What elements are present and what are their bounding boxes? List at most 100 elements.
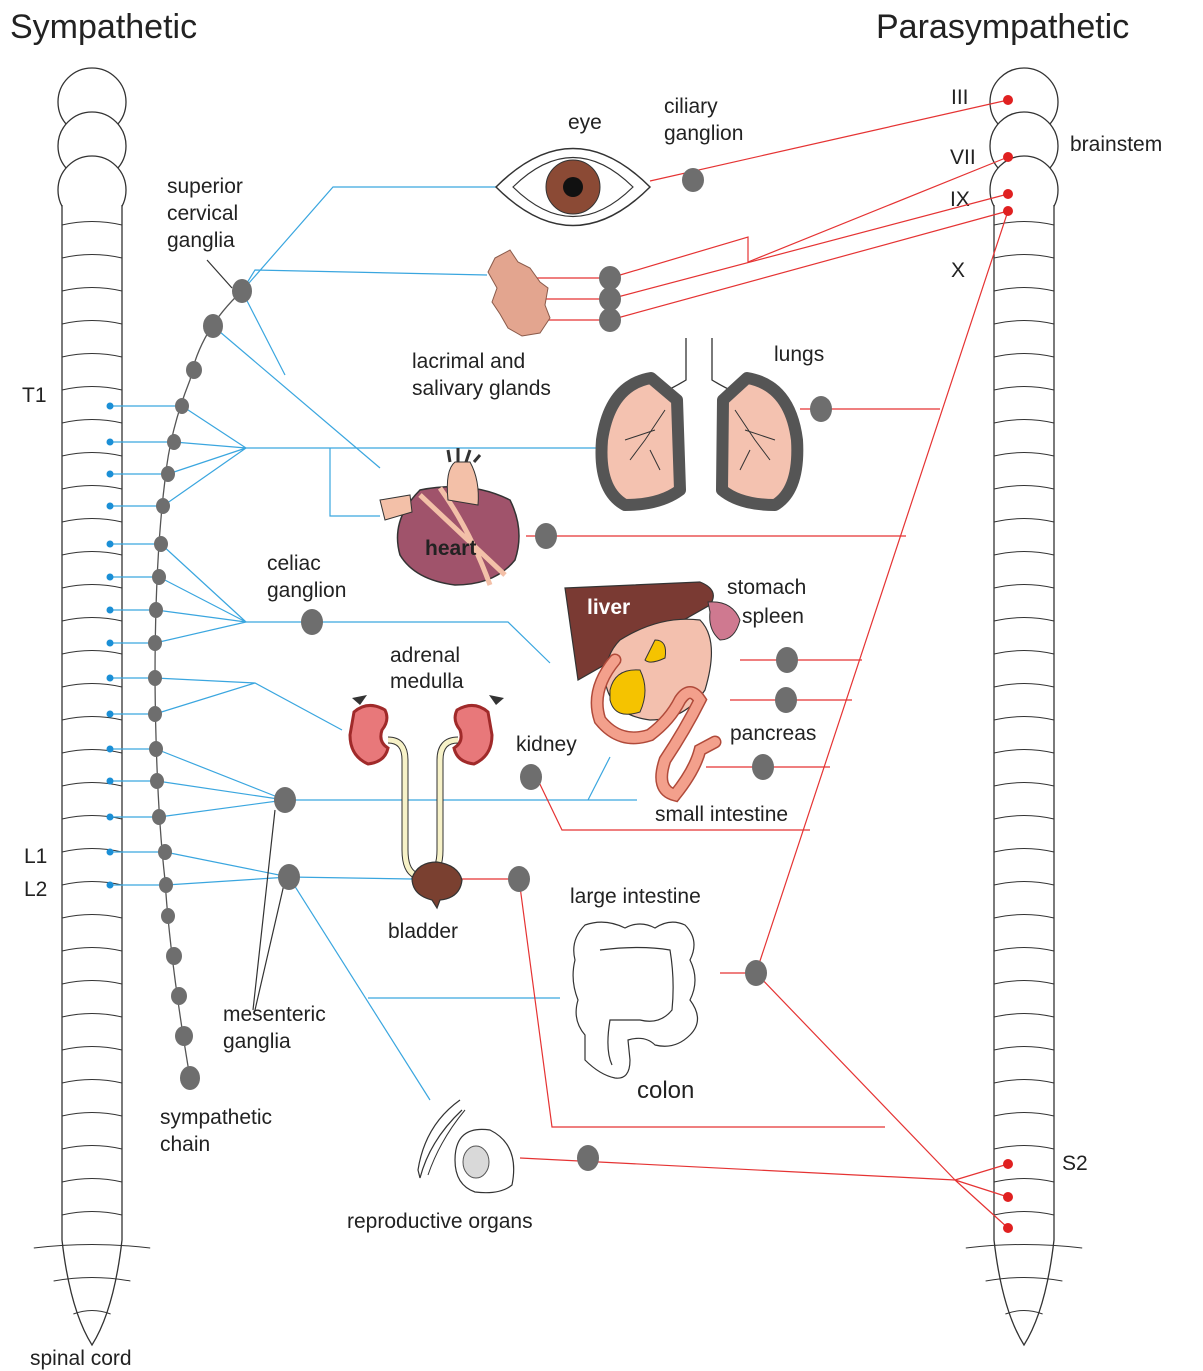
- chain-ganglion: [166, 947, 182, 965]
- reproductive-organs-icon: [418, 1100, 514, 1193]
- chain-ganglion: [186, 361, 202, 379]
- pancreas-ganglion: [775, 687, 797, 713]
- parasympathetic-title: Parasympathetic: [876, 8, 1129, 46]
- superior-cervical-ganglion: [232, 279, 252, 303]
- chain-ganglion: [167, 434, 181, 450]
- superior-cervical-pointer: [207, 260, 232, 288]
- bladder-label: bladder: [388, 920, 458, 943]
- parasympathetic-nerves: [462, 100, 1008, 1228]
- mesenteric-ganglia-label: mesenteric ganglia: [223, 1003, 326, 1053]
- spinal-nucleus: [107, 607, 114, 614]
- spinal-nucleus: [107, 574, 114, 581]
- salivary-ganglion: [599, 287, 621, 311]
- spinal-nucleus: [107, 746, 114, 753]
- svg-text:ganglion: ganglion: [664, 122, 743, 145]
- chain-ganglion: [156, 498, 170, 514]
- svg-text:sympathetic: sympathetic: [160, 1106, 272, 1129]
- spinal-nucleus: [107, 471, 114, 478]
- svg-text:ganglia: ganglia: [223, 1030, 291, 1053]
- label-s2: S2: [1062, 1152, 1088, 1175]
- spinal-nucleus: [107, 675, 114, 682]
- pancreas-label: pancreas: [730, 722, 816, 745]
- chain-ganglion: [149, 741, 163, 757]
- kidneys-icon: [350, 695, 504, 875]
- svg-text:cervical: cervical: [167, 202, 238, 225]
- svg-text:mesenteric: mesenteric: [223, 1003, 326, 1026]
- chain-ganglion: [150, 773, 164, 789]
- lung-ganglion: [810, 396, 832, 422]
- svg-text:superior: superior: [167, 175, 243, 198]
- lacrimal-salivary-label: lacrimal and salivary glands: [412, 350, 551, 400]
- celiac-ganglion-label: celiac ganglion: [267, 552, 346, 602]
- eye-label: eye: [568, 111, 602, 134]
- svg-text:ciliary: ciliary: [664, 95, 718, 118]
- chain-ganglion: [158, 844, 172, 860]
- svg-text:ganglia: ganglia: [167, 229, 235, 252]
- stomach-ganglion: [776, 647, 798, 673]
- svg-text:adrenal: adrenal: [390, 644, 460, 667]
- svg-text:celiac: celiac: [267, 552, 321, 575]
- label-l1: L1: [24, 845, 47, 868]
- spinal-nucleus: [107, 849, 114, 856]
- chain-ganglion: [161, 466, 175, 482]
- chain-ganglion: [161, 908, 175, 924]
- label-cn-vii: VII: [950, 146, 976, 169]
- heart-icon: [380, 448, 519, 585]
- large-intestine-label: large intestine: [570, 885, 701, 908]
- chain-ganglion: [175, 1026, 193, 1046]
- liver-label: liver: [587, 596, 630, 619]
- svg-text:salivary glands: salivary glands: [412, 377, 551, 400]
- svg-text:ganglion: ganglion: [267, 579, 346, 602]
- salivary-gland-icon: [488, 250, 550, 336]
- spinal-nucleus: [107, 882, 114, 889]
- heart-label: heart: [425, 537, 476, 560]
- eye-icon: [496, 149, 650, 226]
- ciliary-ganglion-label: ciliary ganglion: [664, 95, 743, 145]
- celiac-ganglion: [301, 609, 323, 635]
- mesenteric-pointer: [253, 810, 285, 1010]
- sympathetic-nerves: [107, 187, 638, 1100]
- svg-text:lacrimal and: lacrimal and: [412, 350, 525, 373]
- sympathetic-title: Sympathetic: [10, 8, 197, 46]
- chain-ganglion: [148, 706, 162, 722]
- label-spinal-cord: spinal cord: [30, 1347, 132, 1370]
- chain-ganglion: [171, 987, 187, 1005]
- kidney-label: kidney: [516, 733, 577, 756]
- colon-label: colon: [637, 1077, 694, 1104]
- spinal-nucleus: [107, 711, 114, 718]
- bladder-icon: [412, 862, 462, 908]
- salivary-ganglion: [599, 308, 621, 332]
- colon-icon: [573, 922, 697, 1078]
- left-spinal-cord: [34, 68, 150, 1345]
- heart-ganglion: [535, 523, 557, 549]
- inferior-mesenteric-ganglion: [278, 864, 300, 890]
- chain-ganglion: [148, 670, 162, 686]
- reproductive-organs-label: reproductive organs: [347, 1210, 533, 1233]
- label-l2: L2: [24, 878, 47, 901]
- intestine-ganglion: [752, 754, 774, 780]
- kidney-ganglion: [520, 764, 542, 790]
- label-cn-x: X: [951, 259, 965, 282]
- chain-ganglion: [203, 314, 223, 338]
- stomach-label: stomach: [727, 576, 806, 599]
- chain-ganglion: [152, 809, 166, 825]
- chain-ganglion: [175, 398, 189, 414]
- chain-ganglion: [152, 569, 166, 585]
- spinal-nucleus: [107, 541, 114, 548]
- chain-ganglion: [154, 536, 168, 552]
- chain-ganglion: [159, 877, 173, 893]
- lungs-icon: [601, 338, 797, 505]
- spinal-nucleus: [107, 403, 114, 410]
- chain-ganglion: [180, 1066, 200, 1090]
- superior-mesenteric-ganglion: [274, 787, 296, 813]
- label-cn-ix: IX: [950, 188, 970, 211]
- small-intestine-label: small intestine: [655, 803, 788, 826]
- spinal-nucleus: [107, 503, 114, 510]
- reproductive-ganglion: [577, 1145, 599, 1171]
- spinal-nucleus: [107, 778, 114, 785]
- salivary-ganglion: [599, 266, 621, 290]
- colon-ganglion: [745, 960, 767, 986]
- lungs-label: lungs: [774, 343, 824, 366]
- svg-text:chain: chain: [160, 1133, 210, 1156]
